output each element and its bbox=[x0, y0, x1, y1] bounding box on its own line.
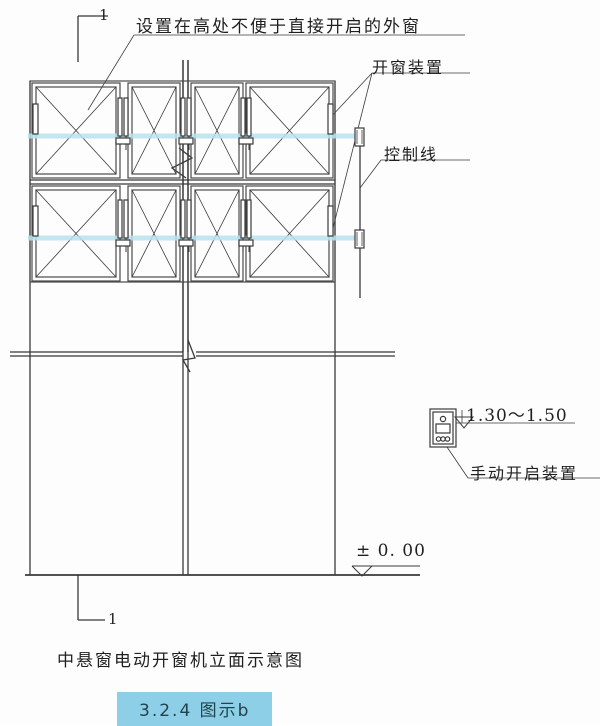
window-panel-b2 bbox=[127, 185, 181, 282]
figure-code-badge: 3.2.4 图示b bbox=[117, 692, 273, 726]
section-marker-bottom bbox=[77, 575, 105, 621]
window-panel-c1 bbox=[190, 82, 244, 179]
section-marker-bottom-number: 1 bbox=[108, 610, 118, 628]
leader-window-opener bbox=[329, 72, 470, 233]
opener-device-r2-edge-right bbox=[327, 205, 334, 237]
opener-device-r2-c bbox=[238, 199, 254, 252]
manual-opening-device bbox=[429, 408, 600, 479]
leader-outer-window bbox=[87, 34, 465, 111]
pivot-axis-bands bbox=[28, 133, 362, 241]
opener-device-r1-edge-left bbox=[32, 103, 39, 135]
opener-device-r2-edge-left bbox=[32, 205, 39, 237]
opener-device-r1-left bbox=[115, 97, 131, 150]
opener-device-r2-left bbox=[115, 199, 131, 252]
window-panel-b1 bbox=[127, 82, 181, 179]
opener-device-r2-right bbox=[178, 199, 194, 252]
opener-device-r1-right bbox=[178, 97, 194, 150]
window-panel-d1 bbox=[245, 82, 334, 179]
section-marker-top-number: 1 bbox=[99, 6, 109, 24]
window-assembly-outline bbox=[29, 80, 336, 283]
opener-device-r1-c bbox=[238, 97, 254, 150]
annotation-outer-window: 设置在高处不便于直接开启的外窗 bbox=[136, 17, 421, 37]
leader-control-line bbox=[359, 159, 470, 189]
figure-title: 中悬窗电动开窗机立面示意图 bbox=[57, 651, 304, 671]
dimension-mounting-height: 1.30～1.50 bbox=[466, 406, 568, 426]
ground-level-symbol bbox=[351, 565, 420, 577]
window-panel-c2 bbox=[190, 185, 244, 282]
opener-device-r1-edge-right bbox=[327, 103, 334, 135]
annotation-control-line: 控制线 bbox=[384, 145, 439, 164]
annotation-window-opener: 开窗装置 bbox=[372, 58, 445, 77]
annotation-manual-device: 手动开启装置 bbox=[470, 464, 579, 483]
control-line-riser bbox=[354, 127, 365, 298]
dimension-ground-level: ± 0. 00 bbox=[356, 541, 426, 561]
window-panel-d2 bbox=[245, 185, 334, 282]
section-marker-top bbox=[77, 15, 108, 62]
window-panel-a2 bbox=[31, 185, 121, 282]
window-panel-a1 bbox=[31, 82, 121, 179]
